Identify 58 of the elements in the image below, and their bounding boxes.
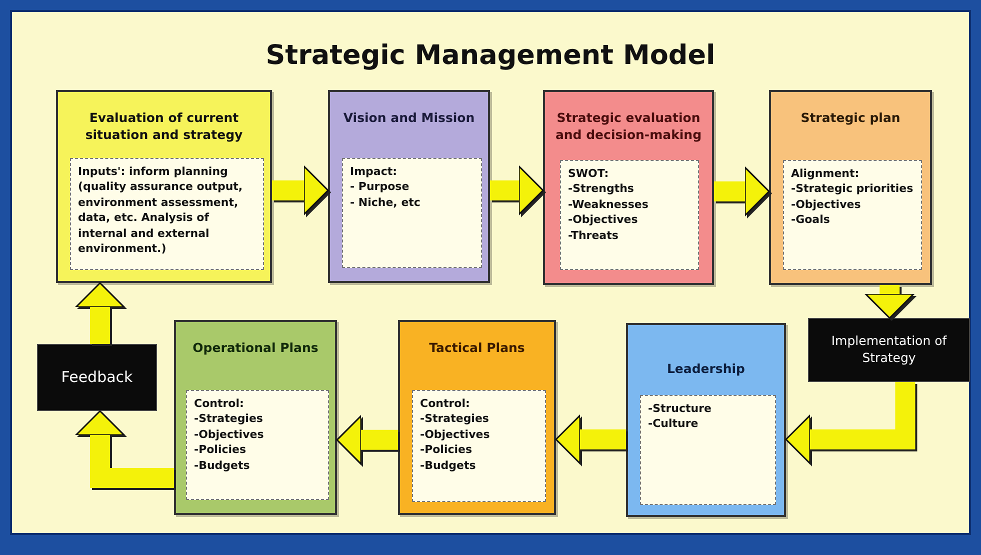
content-text: -Strategies bbox=[194, 411, 264, 427]
block-arrow bbox=[75, 282, 125, 344]
content-text: -Strategies bbox=[420, 411, 490, 427]
box-heading: Tactical Plans bbox=[428, 340, 526, 357]
content-text: -Policies bbox=[420, 442, 474, 458]
box-heading: Leadership bbox=[666, 361, 746, 378]
box-heading: Strategic plan bbox=[800, 110, 902, 127]
block-arrow bbox=[864, 285, 914, 319]
process-box bbox=[174, 320, 337, 515]
label-box bbox=[808, 318, 970, 382]
content-text: -Objectives bbox=[420, 426, 491, 442]
box-label: Implementation of Strategy bbox=[830, 333, 948, 367]
content-text: -Structure bbox=[648, 401, 712, 416]
content-text: -Weaknesses bbox=[568, 196, 650, 212]
block-arrow bbox=[272, 166, 329, 216]
content-text: Inputs': inform planning (quality assurance output, environment assessment, data, etc. Analysis of internal and external environment.) bbox=[78, 164, 244, 256]
process-box bbox=[543, 90, 714, 285]
content-box bbox=[412, 390, 546, 502]
box-heading: Operational Plans bbox=[192, 340, 320, 357]
content-text: -Goals bbox=[791, 212, 831, 228]
content-box bbox=[342, 158, 482, 268]
content-box bbox=[70, 158, 264, 270]
content-text: -Strategic priorities bbox=[791, 181, 914, 197]
process-box bbox=[769, 90, 932, 285]
process-box bbox=[626, 323, 786, 517]
block-arrow bbox=[555, 414, 626, 464]
process-box bbox=[398, 320, 556, 515]
content-text: Control: bbox=[420, 396, 471, 412]
content-text: - Niche, etc bbox=[350, 194, 422, 210]
block-arrow bbox=[490, 166, 544, 216]
content-box bbox=[186, 390, 329, 500]
box-heading: Strategic evaluation and decision-making bbox=[554, 110, 703, 144]
content-text: -Objectives bbox=[791, 196, 862, 212]
content-text: -Threats bbox=[568, 228, 620, 243]
box-heading: Evaluation of current situation and strategy bbox=[84, 110, 244, 144]
block-arrow bbox=[336, 415, 398, 465]
content-box bbox=[640, 395, 776, 505]
content-text: SWOT: bbox=[568, 166, 610, 182]
block-arrow bbox=[714, 166, 770, 216]
content-box bbox=[783, 160, 922, 270]
content-text: -Budgets bbox=[420, 458, 477, 473]
content-text: -Culture bbox=[648, 416, 700, 432]
content-text: -Objectives bbox=[194, 426, 265, 442]
box-heading: Vision and Mission bbox=[342, 110, 476, 127]
content-text: -Objectives bbox=[568, 212, 639, 228]
content-text: -Policies bbox=[194, 442, 248, 458]
content-text: Alignment: bbox=[791, 166, 860, 182]
label-box bbox=[37, 344, 157, 411]
diagram-title: Strategic Management Model bbox=[264, 40, 716, 71]
process-box bbox=[56, 90, 272, 283]
box-label: Feedback bbox=[61, 367, 133, 388]
content-text: Control: bbox=[194, 396, 245, 412]
content-text: Impact: bbox=[350, 164, 398, 180]
content-text: -Budgets bbox=[194, 458, 251, 473]
content-text: - Purpose bbox=[350, 179, 410, 195]
content-text: -Strengths bbox=[568, 181, 635, 197]
content-box bbox=[560, 160, 699, 270]
process-box bbox=[328, 90, 490, 283]
